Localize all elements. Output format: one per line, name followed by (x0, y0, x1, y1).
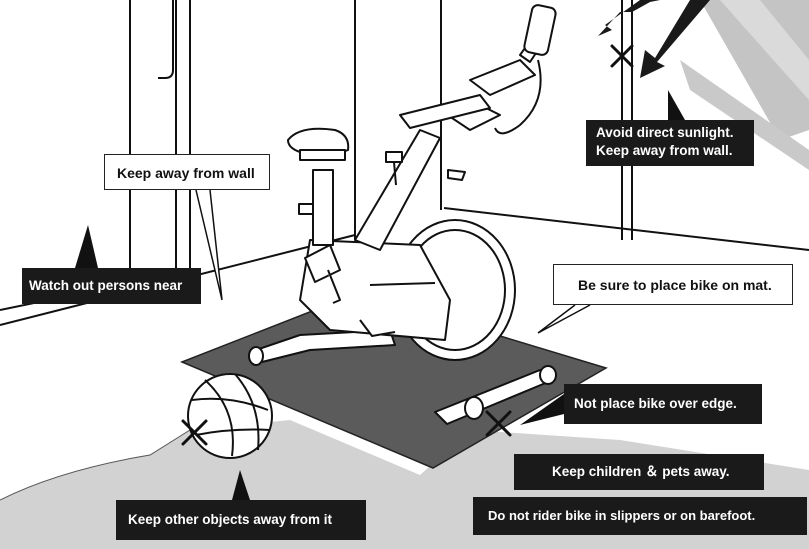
sunlight-rays-icon (680, 0, 809, 170)
no-slippers-callout: Do not rider bike in slippers or on bare… (473, 497, 807, 535)
no-slippers-text: Do not rider bike in slippers or on bare… (488, 508, 756, 523)
watch-persons-callout: Watch out persons near (22, 268, 201, 304)
children-pets-text: Keep children ＆ pets away. (552, 464, 730, 479)
keep-away-wall-callout: Keep away from wall (104, 154, 270, 190)
not-over-edge-callout: Not place bike over edge. (564, 384, 762, 424)
place-on-mat-callout: Be sure to place bike on mat. (553, 264, 793, 305)
spin-bike (248, 4, 557, 425)
other-objects-callout: Keep other objects away from it (116, 500, 366, 540)
keep-away-wall-text: Keep away from wall (117, 165, 255, 181)
carpet-edge (0, 429, 191, 501)
sunlight-arrows (598, 0, 710, 78)
sunlight-callout: Avoid direct sunlight. Keep away from wa… (586, 120, 754, 166)
x-mark-icon (181, 44, 634, 446)
watch-persons-text: Watch out persons near (29, 278, 183, 293)
children-pets-callout: Keep children ＆ pets away. (514, 454, 764, 490)
callout-pointers (75, 90, 685, 500)
sunlight-text-line1: Avoid direct sunlight. (596, 125, 734, 140)
ball-object (187, 373, 273, 459)
other-objects-text: Keep other objects away from it (128, 512, 333, 527)
place-on-mat-text: Be sure to place bike on mat. (578, 277, 772, 293)
sunlight-text-line2: Keep away from wall. (596, 143, 733, 158)
not-over-edge-text: Not place bike over edge. (574, 396, 737, 411)
